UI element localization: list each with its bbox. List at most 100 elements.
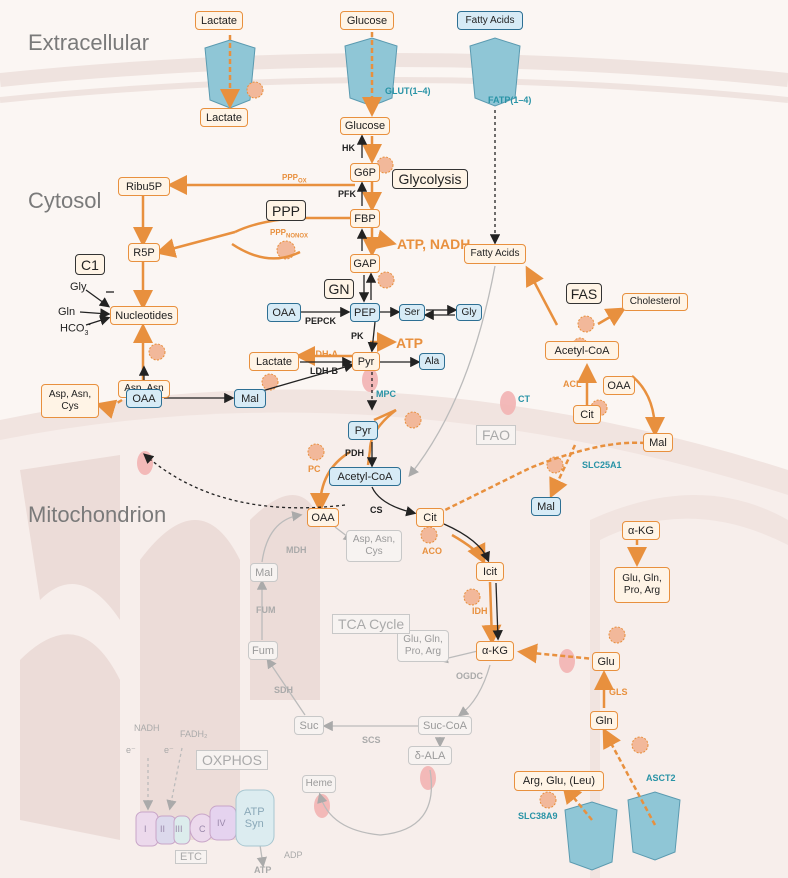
ppp-ox-label: PPPOX bbox=[282, 173, 307, 185]
atp-synthase: ATP Syn bbox=[244, 806, 265, 830]
fadh2-label: FADH₂ bbox=[180, 729, 208, 739]
ribu5p: Ribu5P bbox=[118, 177, 170, 196]
gls-label: GLS bbox=[609, 687, 628, 697]
pyr-cytosol: Pyr bbox=[352, 352, 380, 371]
fatty-acids-cytosol: Fatty Acids bbox=[464, 244, 526, 264]
nadh-label: NADH bbox=[134, 723, 160, 733]
cs-label: CS bbox=[370, 505, 383, 515]
r5p: R5P bbox=[128, 243, 160, 262]
complex-iii: III bbox=[175, 824, 183, 834]
gln: Gln bbox=[590, 711, 618, 730]
g6p: G6P bbox=[350, 163, 380, 182]
electron-2: e⁻ bbox=[164, 745, 174, 755]
scs-label: SCS bbox=[362, 735, 381, 745]
glucose-cytosol: Glucose bbox=[340, 117, 390, 135]
glu-gln-pro-arg-mito: Glu, Gln, Pro, Arg bbox=[397, 630, 449, 662]
glucose-extracellular: Glucose bbox=[340, 11, 394, 30]
electron-1: e⁻ bbox=[126, 745, 136, 755]
fum: Fum bbox=[248, 641, 278, 660]
ala: Ala bbox=[419, 353, 445, 370]
slc38a9-label: SLC38A9 bbox=[518, 811, 558, 821]
mal-cytosol-2: Mal bbox=[643, 433, 673, 452]
glut-label: GLUT(1–4) bbox=[385, 86, 431, 96]
d-ala: δ-ALA bbox=[408, 746, 452, 765]
ldhb-label: LDH-B bbox=[310, 366, 338, 376]
oaa-cytosol-pepck: OAA bbox=[267, 303, 301, 322]
region-mitochondrion: Mitochondrion bbox=[28, 502, 167, 527]
fas-label: FAS bbox=[566, 283, 602, 304]
c1-label: C1 bbox=[75, 254, 105, 275]
lactate-extracellular: Lactate bbox=[195, 11, 243, 30]
pk-label: PK bbox=[351, 331, 364, 341]
pdh-label: PDH bbox=[345, 448, 365, 458]
oaa-mito: OAA bbox=[307, 508, 339, 527]
cit-cytosol: Cit bbox=[573, 405, 601, 424]
hco3-input: HCO3- bbox=[60, 322, 91, 337]
gn-label: GN bbox=[324, 279, 354, 299]
heme: Heme bbox=[302, 775, 336, 793]
mal-cytosol: Mal bbox=[234, 389, 266, 408]
acl-label: ACL bbox=[563, 379, 582, 389]
acetyl-coa-mito: Acetyl-CoA bbox=[329, 467, 401, 486]
fao-label: FAO bbox=[476, 425, 517, 445]
ser: Ser bbox=[399, 304, 425, 321]
gln-input: Gln bbox=[58, 306, 76, 318]
akg-mito: α-KG bbox=[476, 641, 514, 661]
suc-coa: Suc-CoA bbox=[418, 716, 472, 735]
ogdc-label: OGDC bbox=[456, 671, 483, 681]
glu-gln-pro-arg-cytosol: Glu, Gln, Pro, Arg bbox=[614, 567, 670, 603]
mdh-label: MDH bbox=[286, 545, 307, 555]
ppp-label: PPP bbox=[266, 200, 306, 221]
etc-label: ETC bbox=[175, 850, 207, 864]
atp-product: ATP bbox=[396, 335, 423, 351]
pepck-label: PEPCK bbox=[305, 316, 337, 326]
atp-nadh-product: ATP, NADH bbox=[397, 236, 471, 252]
complex-i: I bbox=[144, 824, 147, 834]
ppp-nonox-label: PPPNONOX bbox=[270, 228, 309, 240]
ct-label: CT bbox=[518, 394, 530, 404]
pfk-label: PFK bbox=[338, 189, 356, 199]
cytochrome-c: C bbox=[199, 824, 206, 834]
suc: Suc bbox=[294, 716, 324, 735]
pc-label: PC bbox=[308, 464, 321, 474]
pep: PEP bbox=[350, 303, 380, 322]
gly: Gly bbox=[456, 304, 482, 321]
gap: GAP bbox=[350, 254, 380, 273]
asct2-label: ASCT2 bbox=[646, 773, 676, 783]
ldha-label: LDH-A bbox=[310, 349, 338, 359]
gly-input: Gly bbox=[70, 281, 87, 293]
icit: Icit bbox=[476, 562, 504, 581]
complex-iv: IV bbox=[217, 818, 226, 828]
glycolysis-label: Glycolysis bbox=[392, 169, 468, 189]
fatty-acids-extracellular: Fatty Acids bbox=[457, 11, 523, 30]
mal-tca: Mal bbox=[250, 563, 278, 582]
slc25a1-label: SLC25A1 bbox=[582, 460, 622, 470]
glu: Glu bbox=[592, 652, 620, 671]
oaa-cytosol: OAA bbox=[126, 389, 162, 408]
mal-mito: Mal bbox=[531, 497, 561, 516]
atp-oxphos-label: ATP bbox=[254, 865, 272, 875]
tca-cycle-label: TCA Cycle bbox=[332, 614, 411, 634]
adp-label: ADP bbox=[284, 850, 303, 860]
complex-ii: II bbox=[160, 824, 166, 834]
cholesterol: Cholesterol bbox=[622, 293, 688, 311]
nucleotides: Nucleotides bbox=[110, 306, 178, 325]
region-extracellular: Extracellular bbox=[28, 30, 150, 55]
region-cytosol: Cytosol bbox=[28, 188, 102, 213]
akg-cytosol: α-KG bbox=[622, 521, 660, 540]
lactate-cytosol: Lactate bbox=[249, 352, 299, 371]
hk-label: HK bbox=[342, 143, 355, 153]
pyr-mito: Pyr bbox=[348, 421, 378, 440]
sdh-label: SDH bbox=[274, 685, 294, 695]
asp-asn-cys-mito: Asp, Asn, Cys bbox=[346, 530, 402, 562]
lactate-intracellular: Lactate bbox=[200, 108, 248, 127]
mpc-label: MPC bbox=[376, 389, 396, 399]
idh-label: IDH bbox=[472, 606, 488, 616]
asp-asn-cys-cytosol: Asp, Asn, Cys bbox=[41, 384, 99, 418]
oaa-cytosol-acl: OAA bbox=[603, 376, 635, 395]
fatp-label: FATP(1–4) bbox=[488, 95, 532, 105]
cit-mito: Cit bbox=[416, 508, 444, 527]
fbp: FBP bbox=[350, 209, 380, 228]
acetyl-coa-cytosol: Acetyl-CoA bbox=[545, 341, 619, 360]
